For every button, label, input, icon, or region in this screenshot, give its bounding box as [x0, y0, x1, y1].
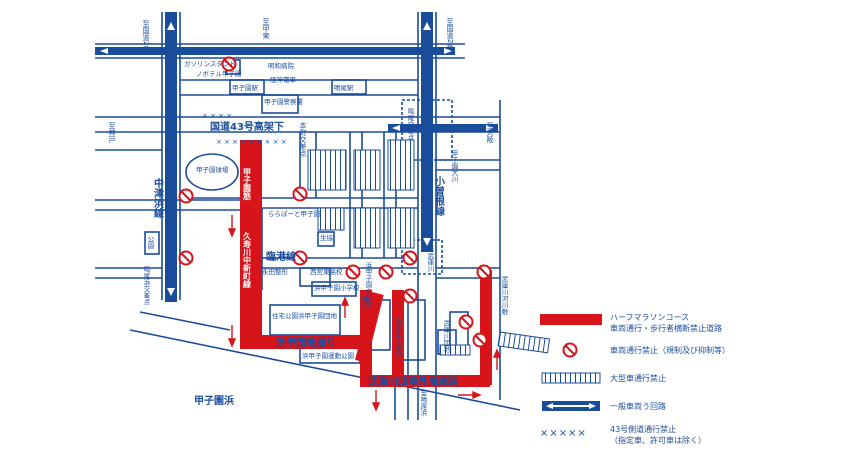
label-housing-park: 住宅公園浜甲子園団地 [272, 311, 338, 320]
label-to-osaka: 至大阪 [486, 122, 494, 144]
label-kokudo43: 国道43号高架下 [210, 120, 284, 133]
legend-course-line1: ハーフマラソンコース [610, 313, 690, 322]
legend-hatched-line1: 大型車通行禁止 [610, 374, 666, 383]
svg-text:× × × ×: × × × × [202, 112, 232, 120]
crosses-symbol-icon: ××××× [540, 424, 604, 444]
legend-course: ハーフマラソンコース 車両通行・歩行者横断禁止道路 [540, 310, 722, 333]
label-kure-tomoe: 久寿川中新町線 [242, 231, 252, 289]
hatched-symbol-icon [540, 368, 604, 388]
label-hama-koshien-ms: 浜甲子園中学校 [364, 261, 372, 309]
hatched-areas [307, 139, 551, 356]
legend-no-entry: 車両通行禁止（規制及び抑制等） [540, 340, 730, 360]
label-nagata: 永田整形 [262, 267, 289, 276]
legend-crosses-line2: （指定車、許可車は除く） [610, 436, 706, 445]
flow-arrows [227, 215, 502, 412]
label-mukogawa-danchi: 武庫川団地外周道路 [368, 375, 459, 388]
label-hamakawa: 浜川 [360, 295, 368, 310]
label-mukogawa: 武庫川団地 [442, 319, 450, 353]
label-mukogawa-river: 至武庫川 [426, 246, 434, 272]
label-hamamatsu: 武庫川河川敷 [500, 275, 508, 317]
label-sekijou: 生協 [320, 233, 334, 242]
label-koshien-police: 甲子園警察署 [264, 97, 304, 106]
label-lalaport: ららぽーと甲子園 [268, 209, 320, 218]
label-koshien-hama: 甲子園浜 [194, 394, 234, 407]
label-hamakoshien-danchi: 浜甲団地通り [276, 336, 336, 349]
legend-two-way-line1: 一般車両う回路 [610, 402, 666, 411]
label-hotel: ノボテル甲子園 [196, 70, 242, 78]
label-rinkou: 臨港線 [266, 250, 296, 263]
legend-no-entry-line1: 車両通行禁止（規制及び抑制等） [610, 346, 730, 355]
label-koshien-stadium: 甲子園球場 [196, 165, 229, 174]
label-gas-station: ガソリンスタンド [184, 59, 236, 68]
no-entry-icon [540, 340, 604, 360]
label-to-kobe: 至神戸 [108, 122, 116, 144]
marathon-course [240, 140, 492, 387]
label-koshien-station: 甲子園駅 [232, 84, 259, 92]
label-to-2gou-right: 至国道2号 [446, 18, 454, 52]
detour-roads [95, 12, 498, 302]
legend-course-symbol [540, 310, 604, 330]
label-meiwa: 明和病院 [268, 61, 295, 70]
no-entry-signs [178, 56, 492, 348]
label-kouzo: 甲子園大川 [450, 150, 458, 183]
label-seinan-hs: 西宮東高校 [310, 267, 343, 276]
label-naruo-station: 鳴尾駅 [334, 83, 354, 92]
label-hama-park: 浜甲子園運動公園 [302, 351, 354, 360]
label-nakatsuhama: 中津浜線 [152, 177, 164, 219]
detour-arrows [100, 22, 494, 296]
label-hanshin-bldg: 阪神電車 [270, 75, 297, 84]
legend-crosses-line1: 43号側道通行禁止 [610, 425, 677, 434]
label-ozasone: 小曽根線 [433, 175, 446, 217]
side-road-crosses: × × × × × × × × × × × × × [202, 112, 287, 146]
legend-course-line2: 車両通行・歩行者横断禁止道路 [610, 324, 722, 333]
label-naruo-intersection: 鳴尾交差点 [406, 107, 414, 142]
label-hama-koshien-es: 浜甲子園小学校 [314, 283, 360, 292]
label-koshienzuji: 甲子園筋 [243, 168, 252, 201]
label-takasu: 高須西小学校 [394, 317, 402, 359]
two-way-arrow-icon [540, 396, 604, 416]
legend-two-way: 一般車両う回路 [540, 396, 666, 416]
legend-crosses: ××××× 43号側道通行禁止 （指定車、許可車は除く） [540, 424, 706, 445]
legend-crosses-marker: ××××× [540, 428, 587, 439]
label-shinmei: 本町交差点 [299, 121, 307, 158]
label-to-2gou-left: 至国道2号 [142, 20, 150, 54]
legend-hatched: 大型車通行禁止 [540, 368, 666, 388]
label-naruo-hama: 至鳴尾浜 [419, 390, 427, 418]
label-koushi: 公園 [146, 236, 154, 250]
label-to-kitahara: 至甲東 [262, 18, 270, 40]
label-koshien-kouen: 鳴尾浜交差点 [142, 265, 150, 307]
svg-text:× × × × × × × × ×: × × × × × × × × × [216, 138, 287, 146]
